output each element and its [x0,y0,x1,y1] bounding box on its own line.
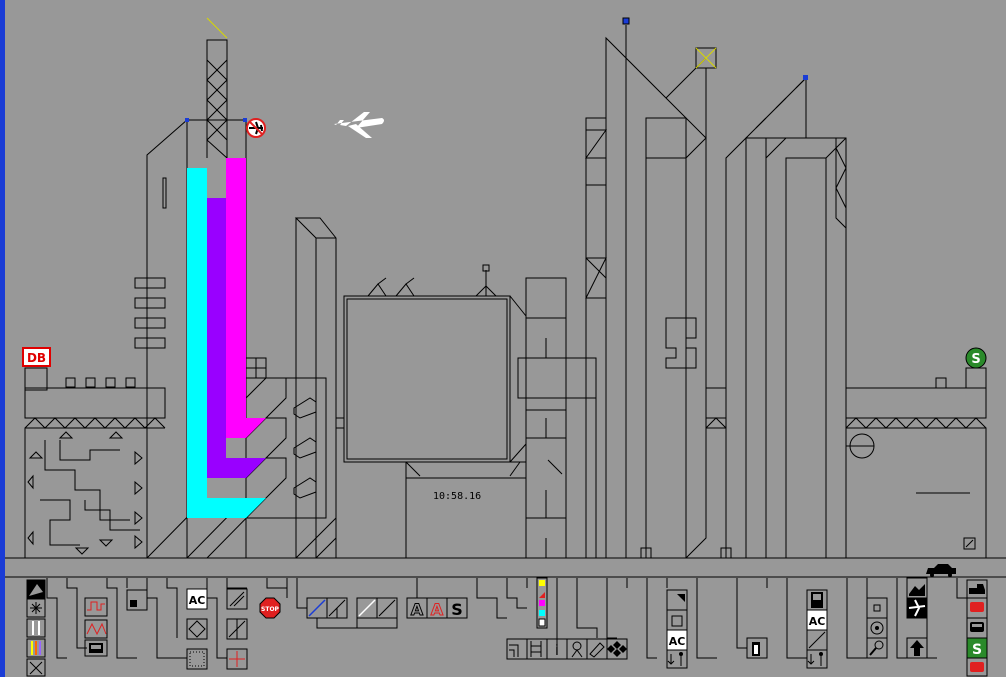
wave-square-button[interactable] [84,597,108,617]
crosshair-button[interactable] [226,648,248,670]
stop-sign-icon[interactable]: STOP [259,597,281,619]
station-building-left[interactable] [24,367,166,559]
pylon-sign [695,47,717,69]
no-airplane-icon[interactable] [246,118,266,138]
color-strip[interactable] [536,577,548,629]
bar-magenta [226,158,266,438]
right-tower[interactable] [720,76,847,559]
bar-cyan [187,168,266,518]
small-square-button[interactable] [866,597,888,619]
parallel-lines-button[interactable] [26,618,46,638]
car-icon[interactable] [926,564,956,577]
tool-group-elevator-left: AC [666,589,688,669]
tool-group-transport: S [966,579,988,677]
letter-a1-label: A [411,600,424,619]
magnifier-button[interactable] [866,637,888,659]
tool-group-signal [84,597,108,657]
tool-group-left [26,579,46,677]
colored-lines-button[interactable] [26,638,46,658]
antenna-beacon-3 [185,118,189,122]
screen-building[interactable] [343,264,527,559]
tool-group-info: i [506,638,628,660]
sbahn-small-label: S [972,642,982,658]
antenna-tip [206,17,228,39]
upload-arrow-button[interactable] [906,637,928,659]
bus-button[interactable] [84,639,108,657]
sbahn-label: S [971,352,980,367]
antenna-beacon-2 [803,75,808,80]
tool-group-elevator-right: AC [806,589,828,669]
info-label: i [555,643,559,659]
wave-saw-button[interactable] [84,619,108,639]
slash-box-button[interactable] [226,588,248,610]
close-box-button[interactable] [26,658,46,677]
stop-label: STOP [261,606,280,613]
tool-group-diagonals [306,597,398,619]
tool-group-letters: A A S [406,597,468,620]
window-frame-left [0,0,5,677]
tool-group-shapes: AC [126,588,248,670]
airplane-icon[interactable] [334,112,384,138]
elevator-ac-left-label: AC [669,635,686,648]
ac-button[interactable] [186,588,208,610]
slab-building[interactable] [294,217,337,559]
square-button[interactable] [666,609,688,631]
elevator-ac-right-label: AC [809,615,826,628]
dotted-grid-button[interactable] [186,648,208,670]
block-tower-center[interactable] [517,277,597,559]
elevator-people-left[interactable] [666,649,688,669]
tram-red-button[interactable] [966,657,988,677]
station-building-right[interactable] [845,367,987,559]
elevator-people-right[interactable] [806,649,828,669]
diagonal-dark-button[interactable] [376,597,398,619]
antenna-beacon-4 [243,118,247,122]
clock-display: 10:58.16 [433,491,481,502]
tool-group-media [866,577,928,659]
door-button[interactable] [746,637,768,659]
letter-s-button[interactable] [446,597,468,619]
diamond-button[interactable] [186,618,208,640]
db-logo-icon[interactable]: DB [22,347,51,367]
map-button[interactable] [506,638,528,660]
sbahn-logo-icon[interactable]: S [965,347,987,369]
antenna-beacon-1 [622,17,630,25]
tag-button[interactable] [586,638,608,660]
ac-button-label: AC [189,594,206,607]
diagonal-black-button[interactable] [326,597,348,619]
db-label: DB [27,351,46,365]
bar-purple [207,198,266,478]
progress-bars [187,158,266,518]
letter-a2-label: A [431,600,444,619]
window-button[interactable] [126,589,148,611]
ladder-button[interactable] [526,638,548,660]
asterisk-button[interactable] [26,598,46,618]
tool-group-colors [536,577,548,629]
wedge-skyscraper[interactable] [605,25,707,559]
letter-s-label: S [451,600,463,619]
